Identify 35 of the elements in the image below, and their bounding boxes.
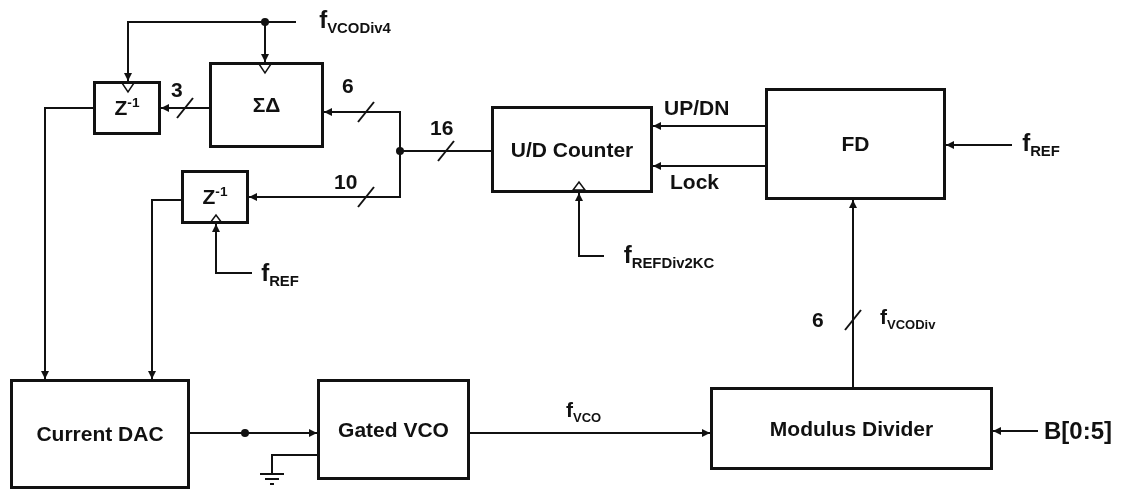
- arrow: [160, 104, 210, 112]
- arrow: [945, 141, 1013, 149]
- block-label: Z$^{-1}$: [114, 95, 140, 121]
- block-box: [765, 88, 946, 200]
- arrow: [41, 107, 94, 380]
- block-box: [710, 387, 993, 470]
- arrow: [248, 150, 492, 201]
- arrow: [652, 122, 766, 130]
- arrow: [469, 429, 711, 437]
- arrow: [652, 162, 766, 170]
- signal-label: f$_{VCODiv4}$: [319, 5, 391, 38]
- block-box: [93, 81, 161, 135]
- block-label: ΣΔ: [252, 92, 281, 118]
- block-box: [181, 170, 249, 224]
- arrow: [212, 223, 253, 274]
- block-box: [209, 62, 324, 148]
- arrow: [148, 199, 182, 380]
- block-label: Current DAC: [36, 421, 164, 447]
- block-label: U/D Counter: [510, 136, 634, 163]
- block-label: FD: [841, 131, 870, 157]
- block-label: Z$^{-1}$: [202, 184, 228, 210]
- arrow: [849, 199, 857, 388]
- arrow: [992, 427, 1039, 435]
- signal-label: f$_{REF}$: [1022, 128, 1060, 161]
- block-box: [10, 379, 190, 489]
- block-label: Modulus Divider: [769, 415, 934, 442]
- arrow: [575, 192, 605, 257]
- block-box: [317, 379, 470, 480]
- arrow: [189, 429, 318, 437]
- block-label: Gated VCO: [338, 416, 449, 443]
- signal-label: f$_{REF}$: [261, 258, 299, 291]
- arrow: [261, 21, 297, 63]
- signal-label: B[0:5]: [1044, 416, 1112, 446]
- block-box: [491, 106, 653, 193]
- signal-label: f$_{REFDiv2KC}$: [623, 240, 715, 273]
